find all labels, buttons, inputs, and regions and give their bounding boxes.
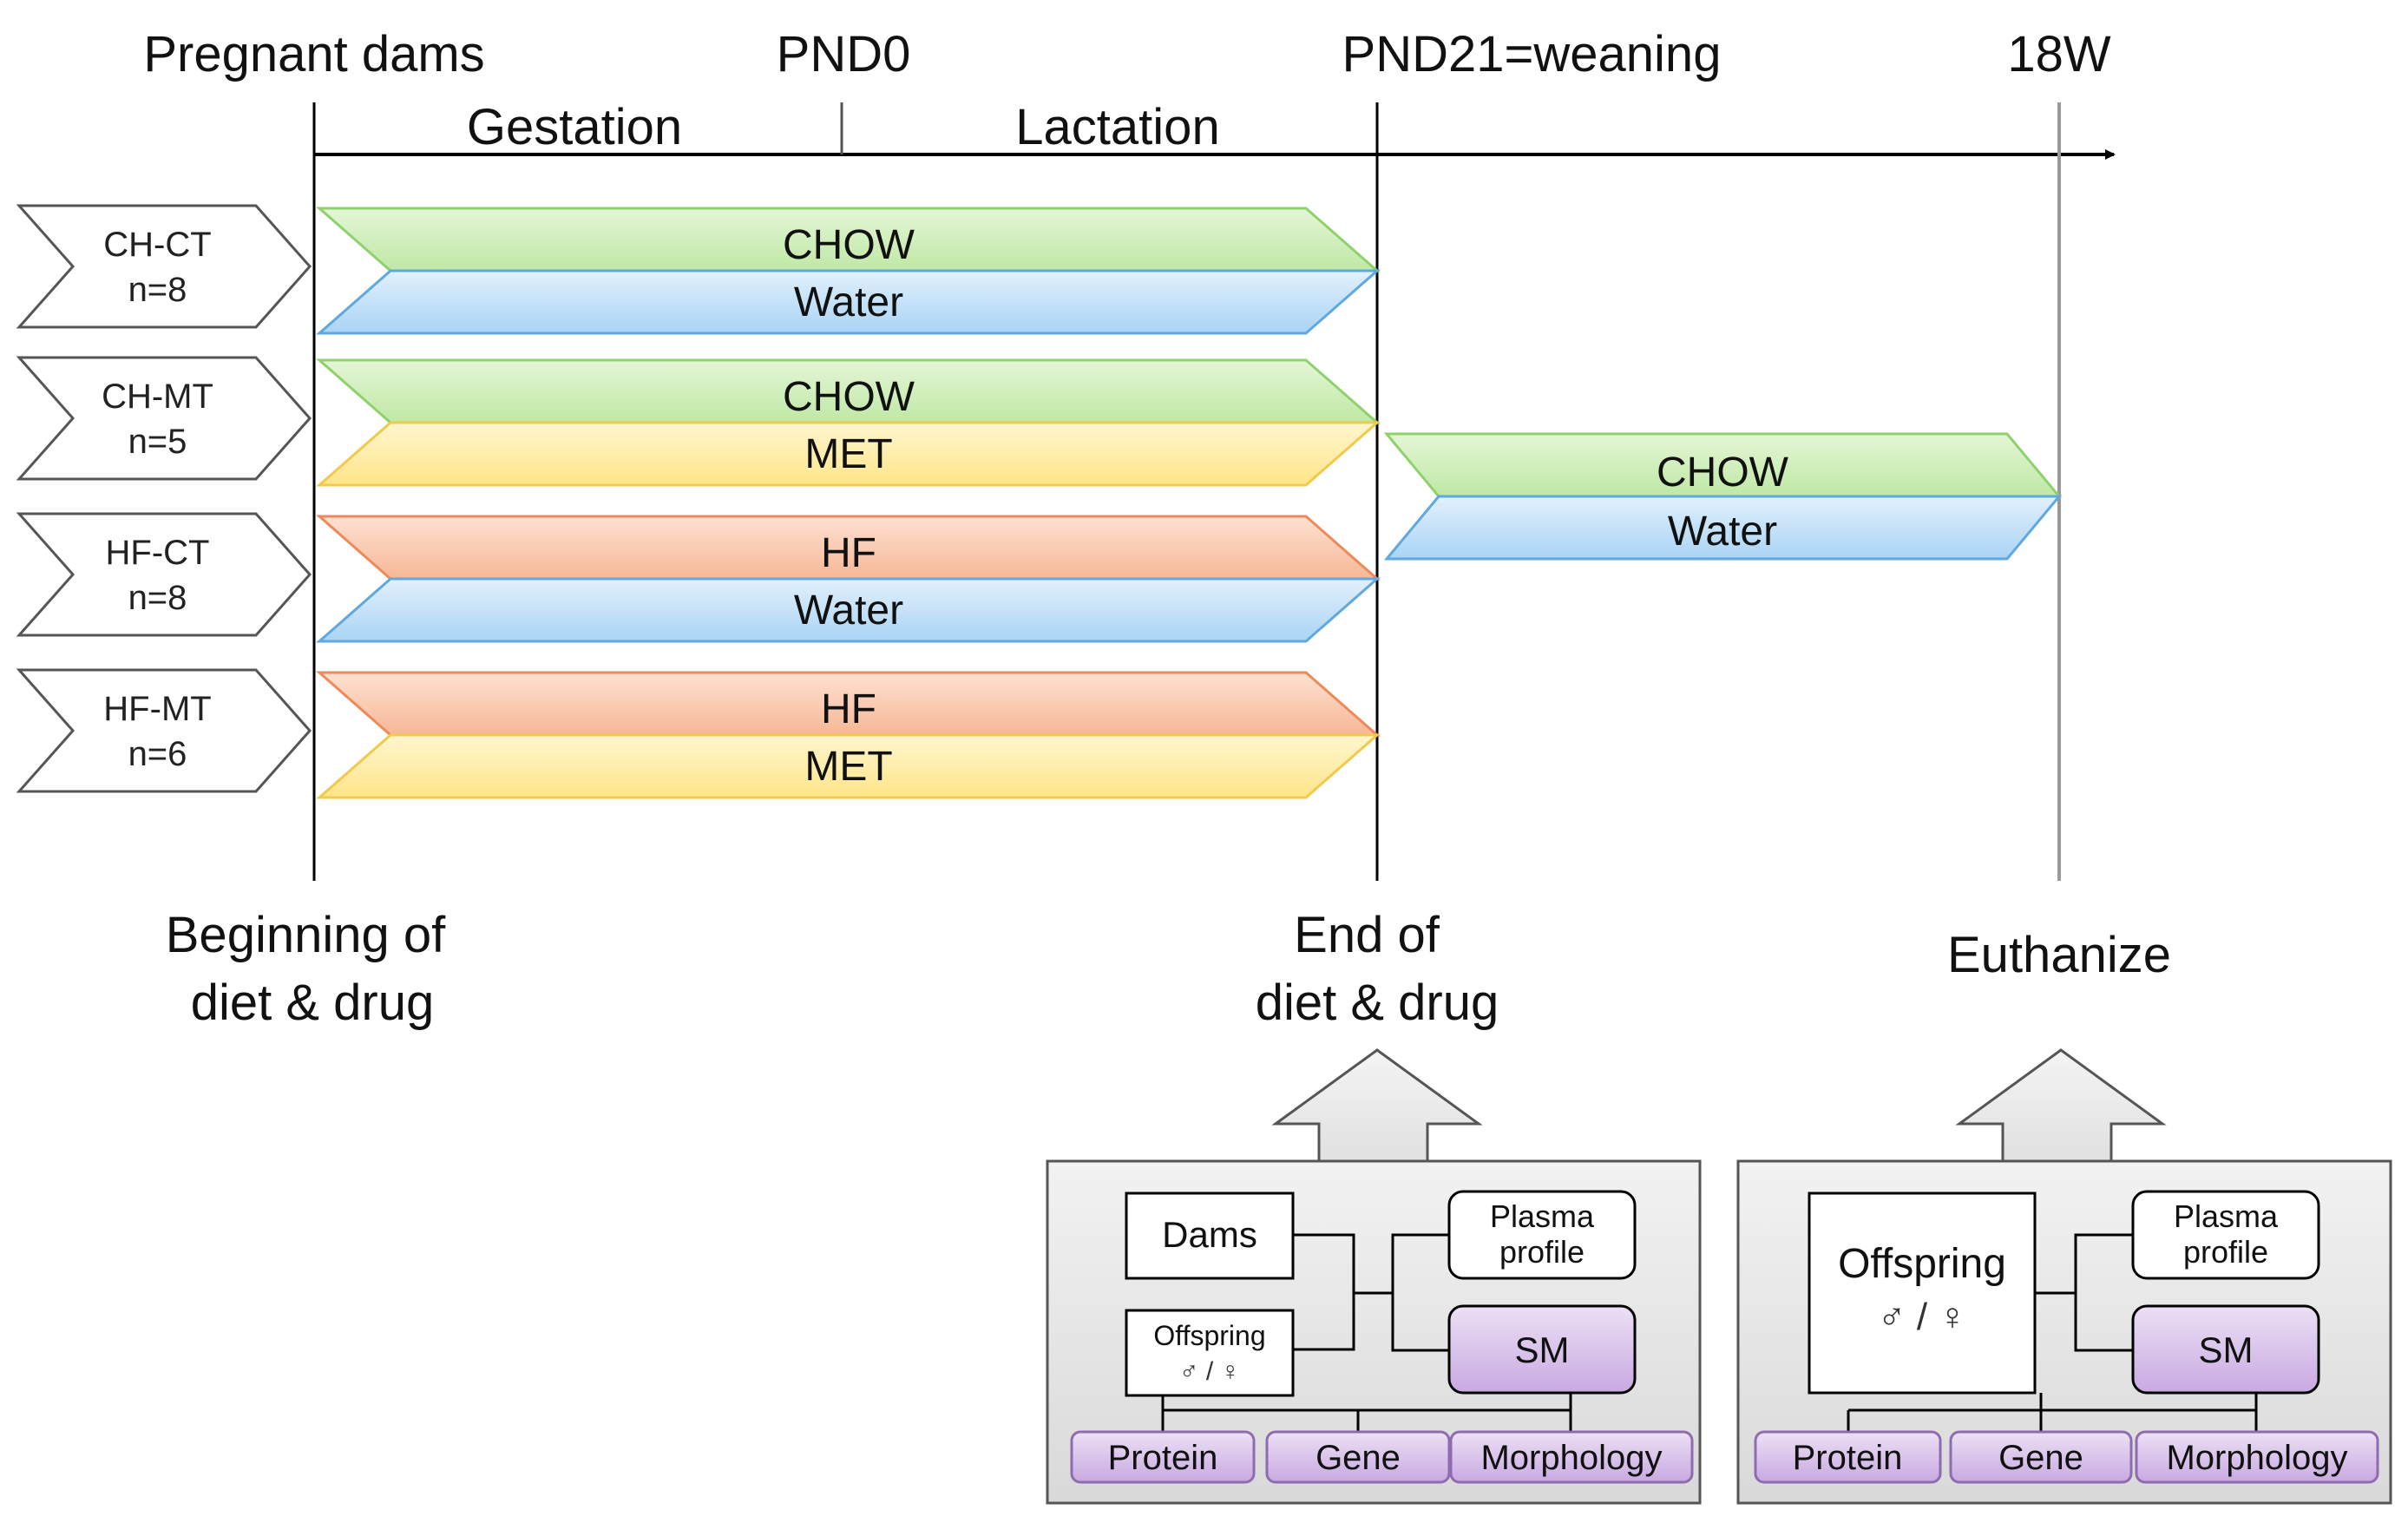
up-arrow-end	[1271, 1048, 1483, 1165]
drug-label: Water	[794, 279, 903, 325]
group-n: n=8	[128, 271, 187, 309]
protein-label-euth: Protein	[1793, 1439, 1903, 1477]
plasma-line1-end: Plasma	[1490, 1198, 1595, 1234]
end-line2: diet & drug	[1256, 975, 1499, 1031]
beginning-line2: diet & drug	[191, 975, 435, 1031]
group-chevron-hf-ct	[16, 512, 312, 637]
diet-label: HF	[821, 686, 876, 732]
drug-label: MET	[804, 431, 892, 477]
group-n: n=5	[128, 423, 187, 461]
group-chevron-hf-mt	[16, 668, 312, 793]
gene-box-euth	[1949, 1430, 2133, 1484]
up-arrow-euthanize	[1955, 1048, 2167, 1165]
diet-label: CHOW	[783, 374, 915, 420]
plasma-line2-end: profile	[1499, 1234, 1585, 1270]
group-name: HF-CT	[106, 534, 210, 572]
drug-bar-hf-ct	[316, 577, 1381, 643]
dams-box	[1125, 1191, 1295, 1280]
protein-box-euth	[1754, 1430, 1942, 1484]
sex-symbols-small: ♂ / ♀	[1179, 1357, 1240, 1386]
drug-bar-ch-mt	[316, 421, 1381, 487]
sm-box-euth	[2131, 1304, 2320, 1395]
offspring-box-big	[1808, 1191, 2037, 1395]
group-n: n=8	[128, 579, 187, 617]
postweaning-diet-label: CHOW	[1657, 450, 1789, 496]
label-pregnant-dams: Pregnant dams	[143, 26, 484, 82]
gene-label-end: Gene	[1316, 1439, 1401, 1477]
plasma-line2-euth: profile	[2183, 1234, 2268, 1270]
plasma-box-euth	[2131, 1190, 2320, 1280]
plasma-box-end	[1447, 1190, 1637, 1280]
gene-box-end	[1265, 1430, 1451, 1484]
panel-euthanize-analysis: Offspring ♂ / ♀ Plasma profile SM Protei…	[1736, 1159, 2392, 1505]
sex-symbols-big: ♂ / ♀	[1878, 1296, 1967, 1338]
morphology-box-end	[1449, 1430, 1694, 1484]
diet-label: HF	[821, 530, 876, 576]
group-name: HF-MT	[103, 690, 211, 728]
postweaning-drug-label: Water	[1668, 509, 1777, 555]
morphology-label-euth: Morphology	[2166, 1439, 2347, 1477]
sm-label-euth: SM	[2199, 1329, 2254, 1370]
group-name: CH-MT	[102, 377, 213, 416]
morphology-box-euth	[2135, 1430, 2379, 1484]
drug-label: MET	[804, 744, 892, 790]
offspring-box-small	[1125, 1309, 1295, 1397]
protein-box-end	[1070, 1430, 1256, 1484]
offspring-label-small: Offspring	[1153, 1320, 1265, 1351]
label-gestation: Gestation	[467, 99, 682, 155]
morphology-label-end: Morphology	[1480, 1439, 1662, 1477]
dams-label: Dams	[1162, 1214, 1257, 1255]
label-pnd0: PND0	[777, 26, 911, 82]
plasma-line1-euth: Plasma	[2174, 1198, 2279, 1234]
drug-bar-ch-ct	[316, 269, 1381, 335]
group-n: n=6	[128, 735, 187, 773]
diet-label: CHOW	[783, 222, 915, 268]
sm-label-end: SM	[1515, 1329, 1570, 1370]
beginning-line1: Beginning of	[166, 907, 446, 963]
gene-label-euth: Gene	[1998, 1439, 2083, 1477]
drug-label: Water	[794, 588, 903, 633]
group-chevron-ch-ct	[16, 204, 312, 329]
label-lactation: Lactation	[1015, 99, 1219, 155]
sm-box-end	[1447, 1304, 1637, 1395]
drug-bar-hf-mt	[316, 733, 1381, 799]
protein-label-end: Protein	[1108, 1439, 1218, 1477]
group-chevron-ch-mt	[16, 356, 312, 481]
label-18w: 18W	[2007, 26, 2111, 82]
label-pnd21: PND21=weaning	[1342, 26, 1722, 82]
end-line1: End of	[1294, 907, 1440, 963]
postweaning-drug-bar	[1383, 495, 2063, 561]
panel-end-analysis: Dams Offspring ♂ / ♀ Plasma profile SM P…	[1046, 1159, 1702, 1505]
euthanize-label: Euthanize	[1947, 927, 2171, 983]
group-name: CH-CT	[103, 226, 211, 264]
offspring-label-big: Offspring	[1838, 1241, 2006, 1287]
